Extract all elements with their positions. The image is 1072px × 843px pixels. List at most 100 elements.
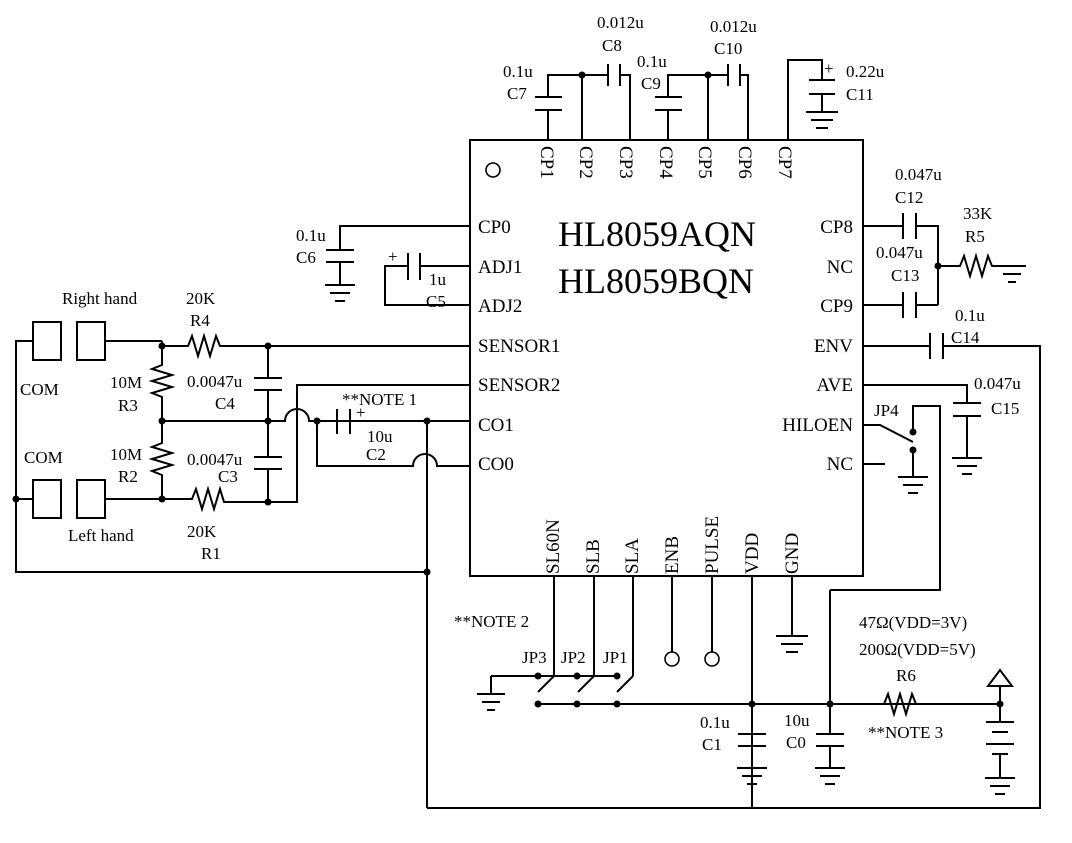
pin-cp2: CP2	[575, 146, 596, 179]
c4-ref: C4	[215, 394, 235, 413]
c0-ref: C0	[786, 733, 806, 752]
c10-value: 0.012u	[710, 17, 757, 36]
right-middle-network: 0.1u C14 0.047u C15 JP4	[427, 306, 1041, 809]
jp1-ref: JP1	[603, 648, 628, 667]
r1-value: 20K	[187, 522, 217, 541]
r5-value: 33K	[963, 204, 993, 223]
c8-ref: C8	[602, 36, 622, 55]
part-number-a: HL8059AQN	[558, 214, 756, 254]
c6-value: 0.1u	[296, 226, 326, 245]
c10-ref: C10	[714, 39, 742, 58]
r1-ref: R1	[201, 544, 221, 563]
c13-ref: C13	[891, 266, 919, 285]
c8-value: 0.012u	[597, 13, 644, 32]
c6-ref: C6	[296, 248, 316, 267]
c11-value: 0.22u	[846, 62, 885, 81]
left-hand-pad	[76, 479, 106, 519]
right-upper-network: 0.047u C12 0.047u C13 33K R5	[863, 165, 1026, 318]
c2-plus: +	[356, 403, 366, 422]
c5-value: 1u	[429, 270, 447, 289]
note3-label: **NOTE 3	[868, 723, 943, 742]
right-hand-pad-com	[32, 321, 62, 361]
c1-value: 0.1u	[700, 713, 730, 732]
com-label-top: COM	[20, 380, 59, 399]
ic-chip: HL8059AQN HL8059BQN CP0 ADJ1 ADJ2 SENSOR…	[469, 139, 864, 577]
c4-value: 0.0047u	[187, 372, 243, 391]
com-label-bottom: COM	[24, 448, 63, 467]
right-hand-label: Right hand	[62, 289, 138, 308]
pin-sensor1: SENSOR1	[478, 336, 560, 357]
c13-value: 0.047u	[876, 243, 923, 262]
jp2-ref: JP2	[561, 648, 586, 667]
pin-vdd: VDD	[742, 533, 763, 574]
c14-ref: C14	[951, 328, 980, 347]
pin-sensor2: SENSOR2	[478, 375, 560, 396]
c3-value: 0.0047u	[187, 450, 243, 469]
c7-ref: C7	[507, 84, 527, 103]
c7-value: 0.1u	[503, 62, 533, 81]
c12-value: 0.047u	[895, 165, 942, 184]
pin-cp8: CP8	[820, 217, 853, 238]
c15-ref: C15	[991, 399, 1019, 418]
bottom-network: JP3 JP2 JP1 **NOTE 2 0.1u C1 10u C0 R6 4…	[454, 576, 1015, 808]
pin1-marker	[485, 162, 501, 178]
pin-adj1: ADJ1	[478, 257, 522, 278]
r3-ref: R3	[118, 396, 138, 415]
c5-plus: +	[388, 247, 398, 266]
pin-cp9: CP9	[820, 296, 853, 317]
left-hand-pad-com	[32, 479, 62, 519]
jp3-ref: JP3	[522, 648, 547, 667]
pin-co0: CO0	[478, 454, 514, 475]
c9-ref: C9	[641, 74, 661, 93]
r3-value: 10M	[110, 373, 142, 392]
part-number-b: HL8059BQN	[558, 261, 754, 301]
pin-adj2: ADJ2	[478, 296, 522, 317]
pin-sl60n: SL60N	[543, 519, 564, 574]
pin-gnd: GND	[782, 533, 803, 574]
c5-ref: C5	[426, 292, 446, 311]
pin-ave: AVE	[816, 375, 853, 396]
r4-ref: R4	[190, 311, 210, 330]
pin-cp4: CP4	[655, 146, 676, 179]
c12-ref: C12	[895, 188, 923, 207]
power-supply-symbol	[985, 668, 1015, 795]
c2-value: 10u	[367, 427, 393, 446]
pin-sla: SLA	[622, 538, 643, 574]
r6-option-3v: 47Ω(VDD=3V)	[859, 613, 967, 632]
pin-cp1: CP1	[536, 146, 557, 179]
r5-ref: R5	[965, 227, 985, 246]
c3-ref: C3	[218, 467, 238, 486]
pin-nc-lower: NC	[827, 454, 853, 475]
pin-cp0: CP0	[478, 217, 511, 238]
c15-value: 0.047u	[974, 374, 1021, 393]
pin-cp5: CP5	[694, 146, 715, 179]
note2-label: **NOTE 2	[454, 612, 529, 631]
left-upper-network: 0.1u C6 + 1u C5	[296, 225, 470, 311]
pin-cp6: CP6	[734, 146, 755, 179]
c2-ref: C2	[366, 445, 386, 464]
left-hand-label: Left hand	[68, 526, 134, 545]
enb-test-point	[664, 651, 680, 667]
c1-ref: C1	[702, 735, 722, 754]
c9-value: 0.1u	[637, 52, 667, 71]
c11-ref: C11	[846, 85, 874, 104]
sensor-network: Right hand Left hand COM COM 20K R4 10M …	[12, 289, 470, 808]
top-capacitor-network: 0.1u C7 0.012u C8 0.1u C9 0.012u C10 + 0…	[503, 13, 885, 140]
pin-cp3: CP3	[615, 146, 636, 179]
pin-cp7: CP7	[774, 146, 795, 179]
r2-ref: R2	[118, 467, 138, 486]
pin-pulse: PULSE	[702, 516, 723, 574]
pin-hiloen: HILOEN	[782, 415, 853, 436]
r2-value: 10M	[110, 445, 142, 464]
right-hand-pad	[76, 321, 106, 361]
pin-slb: SLB	[583, 539, 604, 574]
r6-ref: R6	[896, 666, 916, 685]
pin-enb: ENB	[662, 536, 683, 574]
pin-co1: CO1	[478, 415, 514, 436]
c0-value: 10u	[784, 711, 810, 730]
c11-plus: +	[824, 59, 834, 78]
pulse-test-point	[704, 651, 720, 667]
r6-option-5v: 200Ω(VDD=5V)	[859, 640, 976, 659]
pin-env: ENV	[814, 336, 853, 357]
